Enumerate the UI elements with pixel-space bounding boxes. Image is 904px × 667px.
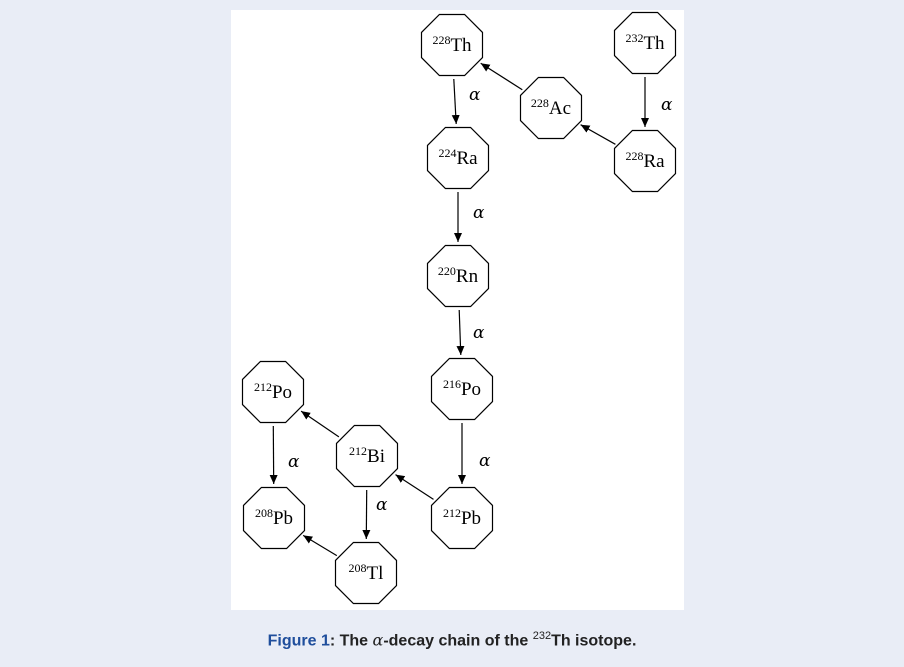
isotope-node-pb212: 212Pb xyxy=(430,486,494,550)
caption-text-end: Th isotope. xyxy=(551,632,637,650)
decay-arrow-pb212-bi212 xyxy=(395,474,434,500)
isotope-label: 220Rn xyxy=(438,264,479,287)
octagon-shape xyxy=(426,126,490,190)
decay-arrow-ac228-th228 xyxy=(480,62,523,91)
isotope-label: 212Bi xyxy=(349,444,385,467)
octagon-shape xyxy=(420,13,484,77)
octagon-shape xyxy=(241,360,305,424)
isotope-symbol: Ra xyxy=(456,148,478,169)
figure-label: Figure 1 xyxy=(267,632,330,650)
isotope-label: 212Po xyxy=(254,380,292,403)
isotope-node-bi212: 212Bi xyxy=(335,424,399,488)
alpha-decay-label: α xyxy=(661,95,673,115)
isotope-symbol: Po xyxy=(272,382,292,403)
isotope-label: 228Th xyxy=(432,33,472,56)
alpha-decay-label: α xyxy=(473,203,485,223)
isotope-label: 216Po xyxy=(443,377,481,400)
figure-caption: Figure 1: The α-decay chain of the 232Th… xyxy=(0,630,904,650)
octagon-shape xyxy=(430,357,494,421)
isotope-symbol: Th xyxy=(643,33,665,54)
isotope-mass-number: 208 xyxy=(349,561,367,575)
octagon-shape xyxy=(334,541,398,605)
isotope-symbol: Th xyxy=(450,35,472,56)
isotope-label: 228Ac xyxy=(531,96,571,119)
octagon-shape xyxy=(335,424,399,488)
isotope-symbol: Tl xyxy=(367,563,384,584)
isotope-mass-number: 232 xyxy=(625,31,643,45)
isotope-mass-number: 212 xyxy=(443,506,461,520)
isotope-mass-number: 216 xyxy=(443,377,461,391)
isotope-label: 228Ra xyxy=(625,149,665,172)
caption-text-after: -decay chain of the xyxy=(383,632,533,650)
octagon-shape xyxy=(242,486,306,550)
isotope-node-ra228: 228Ra xyxy=(613,129,677,193)
alpha-decay-label: α xyxy=(376,495,388,515)
isotope-mass-number: 212 xyxy=(349,444,367,458)
isotope-node-ra224: 224Ra xyxy=(426,126,490,190)
alpha-decay-label: α xyxy=(288,452,300,472)
decay-arrow-ra228-ac228 xyxy=(580,124,616,145)
isotope-mass-number: 224 xyxy=(438,146,456,160)
isotope-mass-number: 220 xyxy=(438,264,456,278)
isotope-mass-number: 228 xyxy=(625,149,643,163)
octagon-shape xyxy=(426,244,490,308)
isotope-node-po216: 216Po xyxy=(430,357,494,421)
caption-text-before: The xyxy=(339,632,373,650)
isotope-symbol: Rn xyxy=(456,266,479,287)
isotope-symbol: Ra xyxy=(643,151,665,172)
isotope-symbol: Pb xyxy=(461,508,481,529)
decay-arrow-rn220-po216 xyxy=(456,309,465,356)
decay-arrow-bi212-po212 xyxy=(300,410,340,438)
alpha-decay-label: α xyxy=(479,451,491,471)
octagon-shape xyxy=(613,11,677,75)
isotope-node-ac228: 228Ac xyxy=(519,76,583,140)
isotope-symbol: Ac xyxy=(549,98,571,119)
isotope-label: 212Pb xyxy=(443,506,481,529)
isotope-mass-number: 228 xyxy=(531,96,549,110)
isotope-symbol: Bi xyxy=(367,446,385,467)
isotope-symbol: Pb xyxy=(273,508,293,529)
isotope-mass-number: 228 xyxy=(432,33,450,47)
octagon-shape xyxy=(613,129,677,193)
isotope-node-po212: 212Po xyxy=(241,360,305,424)
isotope-label: 208Tl xyxy=(349,561,384,584)
alpha-decay-label: α xyxy=(469,85,481,105)
isotope-node-th228: 228Th xyxy=(420,13,484,77)
isotope-node-pb208: 208Pb xyxy=(242,486,306,550)
isotope-mass-number: 212 xyxy=(254,380,272,394)
alpha-decay-label: α xyxy=(473,323,485,343)
caption-isotope-mass: 232 xyxy=(532,630,552,642)
decay-arrow-th228-ra224 xyxy=(451,78,460,125)
caption-separator: : xyxy=(329,632,340,650)
octagon-shape xyxy=(430,486,494,550)
isotope-mass-number: 208 xyxy=(255,506,273,520)
isotope-symbol: Po xyxy=(461,379,481,400)
isotope-node-th232: 232Th xyxy=(613,11,677,75)
isotope-node-rn220: 220Rn xyxy=(426,244,490,308)
isotope-label: 224Ra xyxy=(438,146,478,169)
isotope-label: 232Th xyxy=(625,31,665,54)
caption-alpha-symbol: α xyxy=(372,630,384,650)
decay-arrow-tl208-pb208 xyxy=(302,534,338,557)
octagon-shape xyxy=(519,76,583,140)
isotope-node-tl208: 208Tl xyxy=(334,541,398,605)
isotope-label: 208Pb xyxy=(255,506,293,529)
